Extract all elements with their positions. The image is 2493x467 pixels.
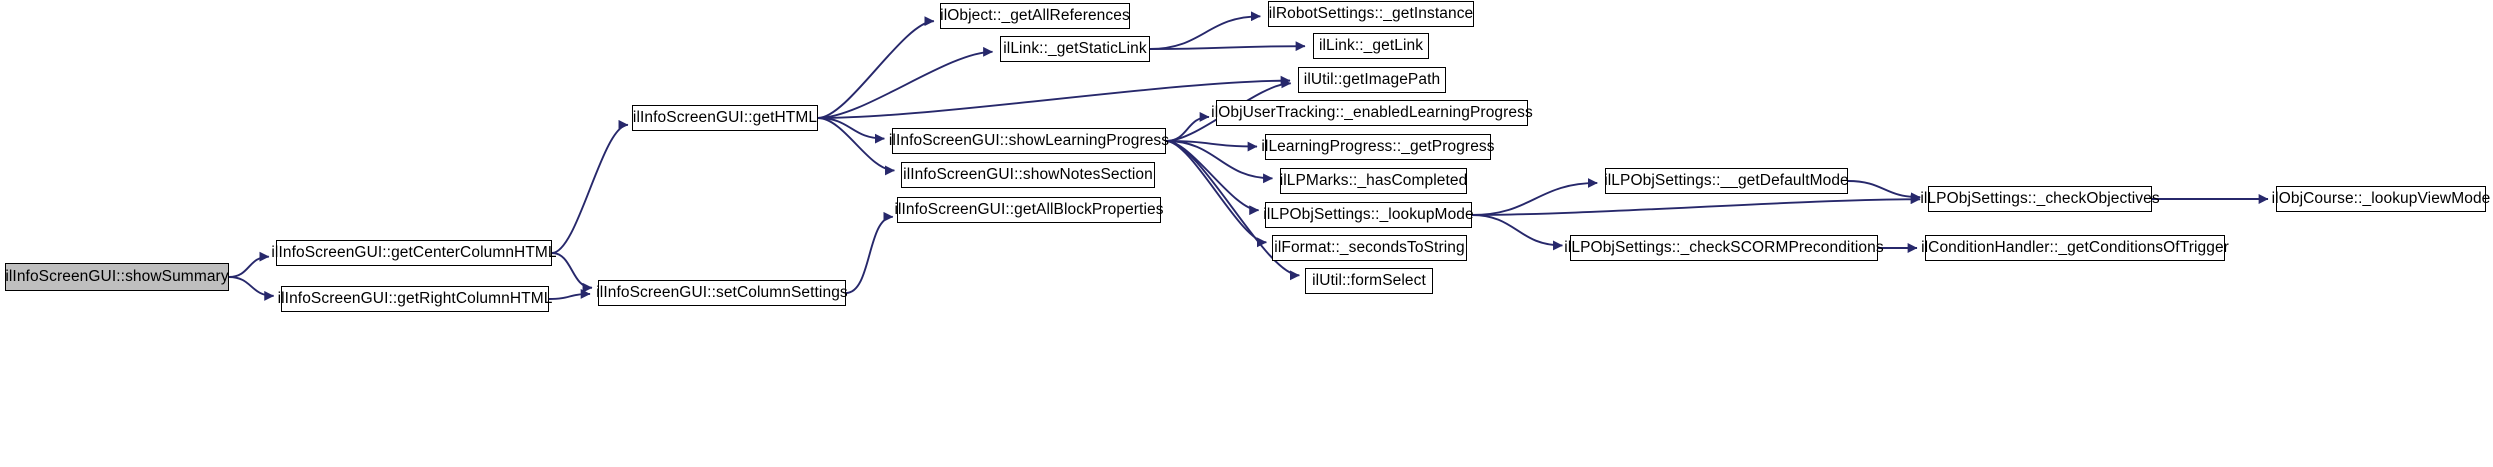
graph-edge-getHTML-to-getStaticLink <box>817 46 994 119</box>
graph-edge-getHTML-to-getAllReferences <box>817 16 935 119</box>
graph-edge-showLearningProgress-to-lookupMode <box>1165 140 1260 216</box>
graph-node-label: ilInfoScreenGUI::showSummary <box>5 268 229 286</box>
graph-node-lookupMode[interactable]: ilLPObjSettings::_lookupMode <box>1263 202 1474 228</box>
graph-node-checkObjectives[interactable]: ilLPObjSettings::_checkObjectives <box>1920 186 2160 212</box>
graph-node-showLearningProgress[interactable]: ilInfoScreenGUI::showLearningProgress <box>889 128 1169 154</box>
graph-node-getRightColumnHTML[interactable]: ilInfoScreenGUI::getRightColumnHTML <box>278 286 552 312</box>
graph-node-label: ilInfoScreenGUI::getHTML <box>632 109 818 127</box>
graph-edge-getRightColumnHTML-to-setColumnSettings <box>548 289 591 300</box>
graph-node-getCenterColumnHTML[interactable]: ilInfoScreenGUI::getCenterColumnHTML <box>271 240 557 266</box>
graph-edge-showLearningProgress-to-enabledLearningProgress <box>1165 111 1210 142</box>
graph-node-label: ilObjUserTracking::_enabledLearningProgr… <box>1211 104 1533 122</box>
graph-node-label: ilLPMarks::_hasCompleted <box>1279 172 1468 190</box>
graph-edge-getCenterColumnHTML-to-getHTML <box>551 119 629 254</box>
graph-edge-showSummary-to-getCenterColumnHTML <box>228 251 270 278</box>
graph-edge-getStaticLink-to-getLink <box>1149 41 1306 52</box>
graph-node-getConditionsOfTrigger[interactable]: ilConditionHandler::_getConditionsOfTrig… <box>1921 235 2229 261</box>
graph-node-label: ilLink::_getLink <box>1318 37 1424 55</box>
graph-edge-getHTML-to-showLearningProgress <box>817 117 885 144</box>
graph-edge-lookupMode-to-getDefaultMode <box>1471 178 1598 216</box>
graph-edge-showSummary-to-getRightColumnHTML <box>228 276 275 301</box>
graph-node-getImagePath[interactable]: ilUtil::getImagePath <box>1298 67 1446 93</box>
graph-node-label: ilUtil::formSelect <box>1312 272 1426 290</box>
graph-node-label: ilInfoScreenGUI::setColumnSettings <box>596 284 848 302</box>
graph-node-secondsToString[interactable]: ilFormat::_secondsToString <box>1272 235 1467 261</box>
graph-edge-lookupMode-to-checkSCORMPreconditions <box>1471 214 1563 251</box>
graph-node-showNotesSection[interactable]: ilInfoScreenGUI::showNotesSection <box>901 162 1155 188</box>
graph-node-getDefaultMode[interactable]: ilLPObjSettings::__getDefaultMode <box>1604 168 1849 194</box>
graph-node-getLink[interactable]: ilLink::_getLink <box>1313 33 1429 59</box>
graph-edge-showLearningProgress-to-getProgress <box>1165 140 1258 152</box>
graph-node-label: ilFormat::_secondsToString <box>1274 239 1465 257</box>
graph-node-label: ilInfoScreenGUI::showLearningProgress <box>888 132 1170 150</box>
graph-node-label: ilInfoScreenGUI::getRightColumnHTML <box>277 290 553 308</box>
graph-node-getAllReferences[interactable]: ilObject::_getAllReferences <box>940 3 1130 29</box>
graph-node-showSummary[interactable]: ilInfoScreenGUI::showSummary <box>5 263 229 291</box>
graph-node-label: ilConditionHandler::_getConditionsOfTrig… <box>1921 239 2229 257</box>
graph-node-label: ilInfoScreenGUI::showNotesSection <box>903 166 1153 184</box>
graph-node-label: ilLPObjSettings::_lookupMode <box>1263 206 1474 224</box>
graph-node-label: ilLearningProgress::_getProgress <box>1261 138 1495 156</box>
graph-node-getStaticLink[interactable]: ilLink::_getStaticLink <box>1000 36 1150 62</box>
graph-node-label: ilObjCourse::_lookupViewMode <box>2271 190 2491 208</box>
graph-node-label: ilLink::_getStaticLink <box>1003 40 1147 58</box>
graph-node-formSelect[interactable]: ilUtil::formSelect <box>1305 268 1433 294</box>
graph-node-getInstance[interactable]: ilRobotSettings::_getInstance <box>1268 1 1474 27</box>
graph-node-label: ilLPObjSettings::__getDefaultMode <box>1604 172 1849 190</box>
graph-edge-getHTML-to-showNotesSection <box>817 117 895 176</box>
graph-node-getHTML[interactable]: ilInfoScreenGUI::getHTML <box>632 105 818 131</box>
graph-edge-getDefaultMode-to-checkObjectives <box>1847 180 1921 203</box>
graph-node-label: ilRobotSettings::_getInstance <box>1268 5 1474 23</box>
graph-node-getProgress[interactable]: ilLearningProgress::_getProgress <box>1261 134 1495 160</box>
graph-node-enabledLearningProgress[interactable]: ilObjUserTracking::_enabledLearningProgr… <box>1211 100 1533 126</box>
graph-edge-showLearningProgress-to-hasCompleted <box>1165 140 1273 184</box>
graph-edge-getCenterColumnHTML-to-setColumnSettings <box>551 252 593 293</box>
graph-node-label: ilLPObjSettings::_checkObjectives <box>1920 190 2160 208</box>
graph-edge-setColumnSettings-to-getAllBlockProperties <box>845 211 894 294</box>
graph-node-label: ilObject::_getAllReferences <box>940 7 1130 25</box>
graph-node-checkSCORMPreconditions[interactable]: ilLPObjSettings::_checkSCORMPrecondition… <box>1564 235 1884 261</box>
graph-edge-getStaticLink-to-getInstance <box>1149 11 1261 50</box>
graph-node-label: ilInfoScreenGUI::getAllBlockProperties <box>894 201 1164 219</box>
graph-edge-lookupMode-to-checkObjectives <box>1471 194 1921 216</box>
graph-node-lookupViewMode[interactable]: ilObjCourse::_lookupViewMode <box>2272 186 2490 212</box>
graph-node-setColumnSettings[interactable]: ilInfoScreenGUI::setColumnSettings <box>596 280 848 306</box>
graph-node-getAllBlockProperties[interactable]: ilInfoScreenGUI::getAllBlockProperties <box>894 197 1163 223</box>
graph-node-hasCompleted[interactable]: ilLPMarks::_hasCompleted <box>1280 168 1467 194</box>
graph-edge-showLearningProgress-to-secondsToString <box>1165 140 1267 248</box>
graph-node-label: ilInfoScreenGUI::getCenterColumnHTML <box>271 244 557 262</box>
graph-node-label: ilLPObjSettings::_checkSCORMPrecondition… <box>1564 239 1884 257</box>
graph-node-label: ilUtil::getImagePath <box>1303 71 1441 89</box>
